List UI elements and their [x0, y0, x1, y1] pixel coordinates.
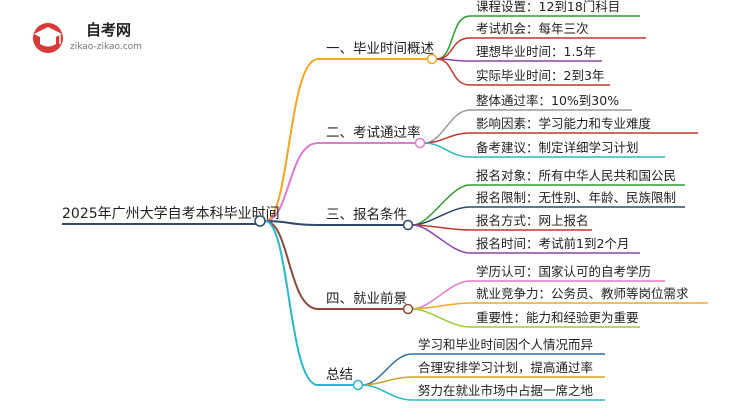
- leaf-connector: [362, 384, 605, 401]
- branch-connector: [264, 142, 418, 222]
- leaf-connector: [436, 37, 646, 60]
- logo-title: 自考网: [86, 21, 131, 39]
- branch-connector: [264, 220, 406, 226]
- leaf-label: 报名方式：网上报名: [476, 213, 589, 228]
- graduation-cap-icon: [33, 23, 63, 53]
- leaf-label: 课程设置：12到18门科目: [476, 0, 620, 14]
- connector-lines: [264, 15, 708, 401]
- leaf-connector: [424, 132, 698, 144]
- logo-url: zikao-zikao.com: [70, 42, 142, 52]
- leaf-label: 备考建议：制定详细学习计划: [476, 140, 639, 155]
- leaf-label: 实际毕业时间：2到3年: [476, 68, 604, 83]
- leaf-label: 重要性：能力和经验更为重要: [476, 310, 639, 325]
- leaf-connector: [412, 308, 640, 328]
- root-node: 2025年广州大学自考本科毕业时间: [62, 206, 280, 227]
- leaf-label: 报名限制：无性别、年龄、民族限制: [476, 190, 676, 205]
- leaf-label: 报名时间：考试前1到2个月: [476, 236, 629, 251]
- leaf-connector: [412, 206, 685, 226]
- leaf-connector: [412, 184, 685, 226]
- branch-collapse-toggle[interactable]: [402, 303, 414, 315]
- branch-collapse-toggle[interactable]: [352, 379, 364, 391]
- branch-label: 二、考试通过率: [326, 124, 421, 141]
- leaf-connector: [436, 58, 610, 86]
- leaf-connector: [436, 58, 602, 62]
- leaf-label: 就业竞争力：公务员、教师等岗位需求: [476, 286, 689, 301]
- branch-collapse-toggle[interactable]: [426, 53, 438, 65]
- leaf-connector: [362, 376, 605, 386]
- branch-label: 四、就业前景: [326, 290, 407, 307]
- branch-node: 三、报名条件 报名对象：所有中华人民共和国公民报名限制：无性别、年龄、民族限制报名…: [326, 168, 676, 251]
- branch-collapse-toggle[interactable]: [414, 137, 426, 149]
- leaf-label: 影响因素：学习能力和专业难度: [476, 116, 652, 131]
- leaf-connector: [412, 224, 640, 254]
- branch-node: 一、毕业时间概述 课程设置：12到18门科目考试机会：每年三次理想毕业时间：1.5…: [326, 0, 620, 83]
- logo: 自考网 zikao-zikao.com: [33, 21, 142, 53]
- branch-node: 总结 学习和毕业时间因个人情况而异合理安排学习计划，提高通过率努力在就业市场中占据…: [326, 337, 594, 398]
- branch-label: 一、毕业时间概述: [326, 41, 434, 57]
- leaf-label: 学习和毕业时间因个人情况而异: [418, 337, 593, 352]
- branch-connector: [264, 220, 355, 386]
- leaf-label: 考试机会：每年三次: [476, 21, 589, 36]
- branch-connector: [264, 220, 406, 310]
- leaf-label: 报名对象：所有中华人民共和国公民: [476, 168, 676, 183]
- leaf-label: 学历认可：国家认可的自考学历: [476, 264, 651, 279]
- leaf-label: 努力在就业市场中占据一席之地: [418, 383, 594, 398]
- branch-node: 四、就业前景 学历认可：国家认可的自考学历就业竞争力：公务员、教师等岗位需求重要性…: [326, 264, 689, 325]
- branch-node: 二、考试通过率 整体通过率：10%到30% 影响因素：学习能力和专业难度备考建议：制…: [326, 93, 652, 155]
- root-label: 2025年广州大学自考本科毕业时间: [62, 206, 280, 222]
- branch-collapse-toggle[interactable]: [402, 219, 414, 231]
- leaf-connector: [436, 15, 640, 60]
- leaf-label: 整体通过率：10%到30%: [476, 93, 619, 108]
- leaf-connector: [424, 142, 665, 158]
- branch-connector: [264, 58, 430, 222]
- branch-label: 三、报名条件: [326, 206, 407, 223]
- leaf-connector: [412, 302, 708, 310]
- root-collapse-toggle[interactable]: [254, 215, 266, 227]
- branch-label: 总结: [326, 367, 353, 383]
- leaf-label: 合理安排学习计划，提高通过率: [418, 360, 593, 375]
- leaf-label: 理想毕业时间：1.5年: [476, 44, 596, 59]
- branch-nodes: 一、毕业时间概述 课程设置：12到18门科目考试机会：每年三次理想毕业时间：1.5…: [326, 0, 689, 398]
